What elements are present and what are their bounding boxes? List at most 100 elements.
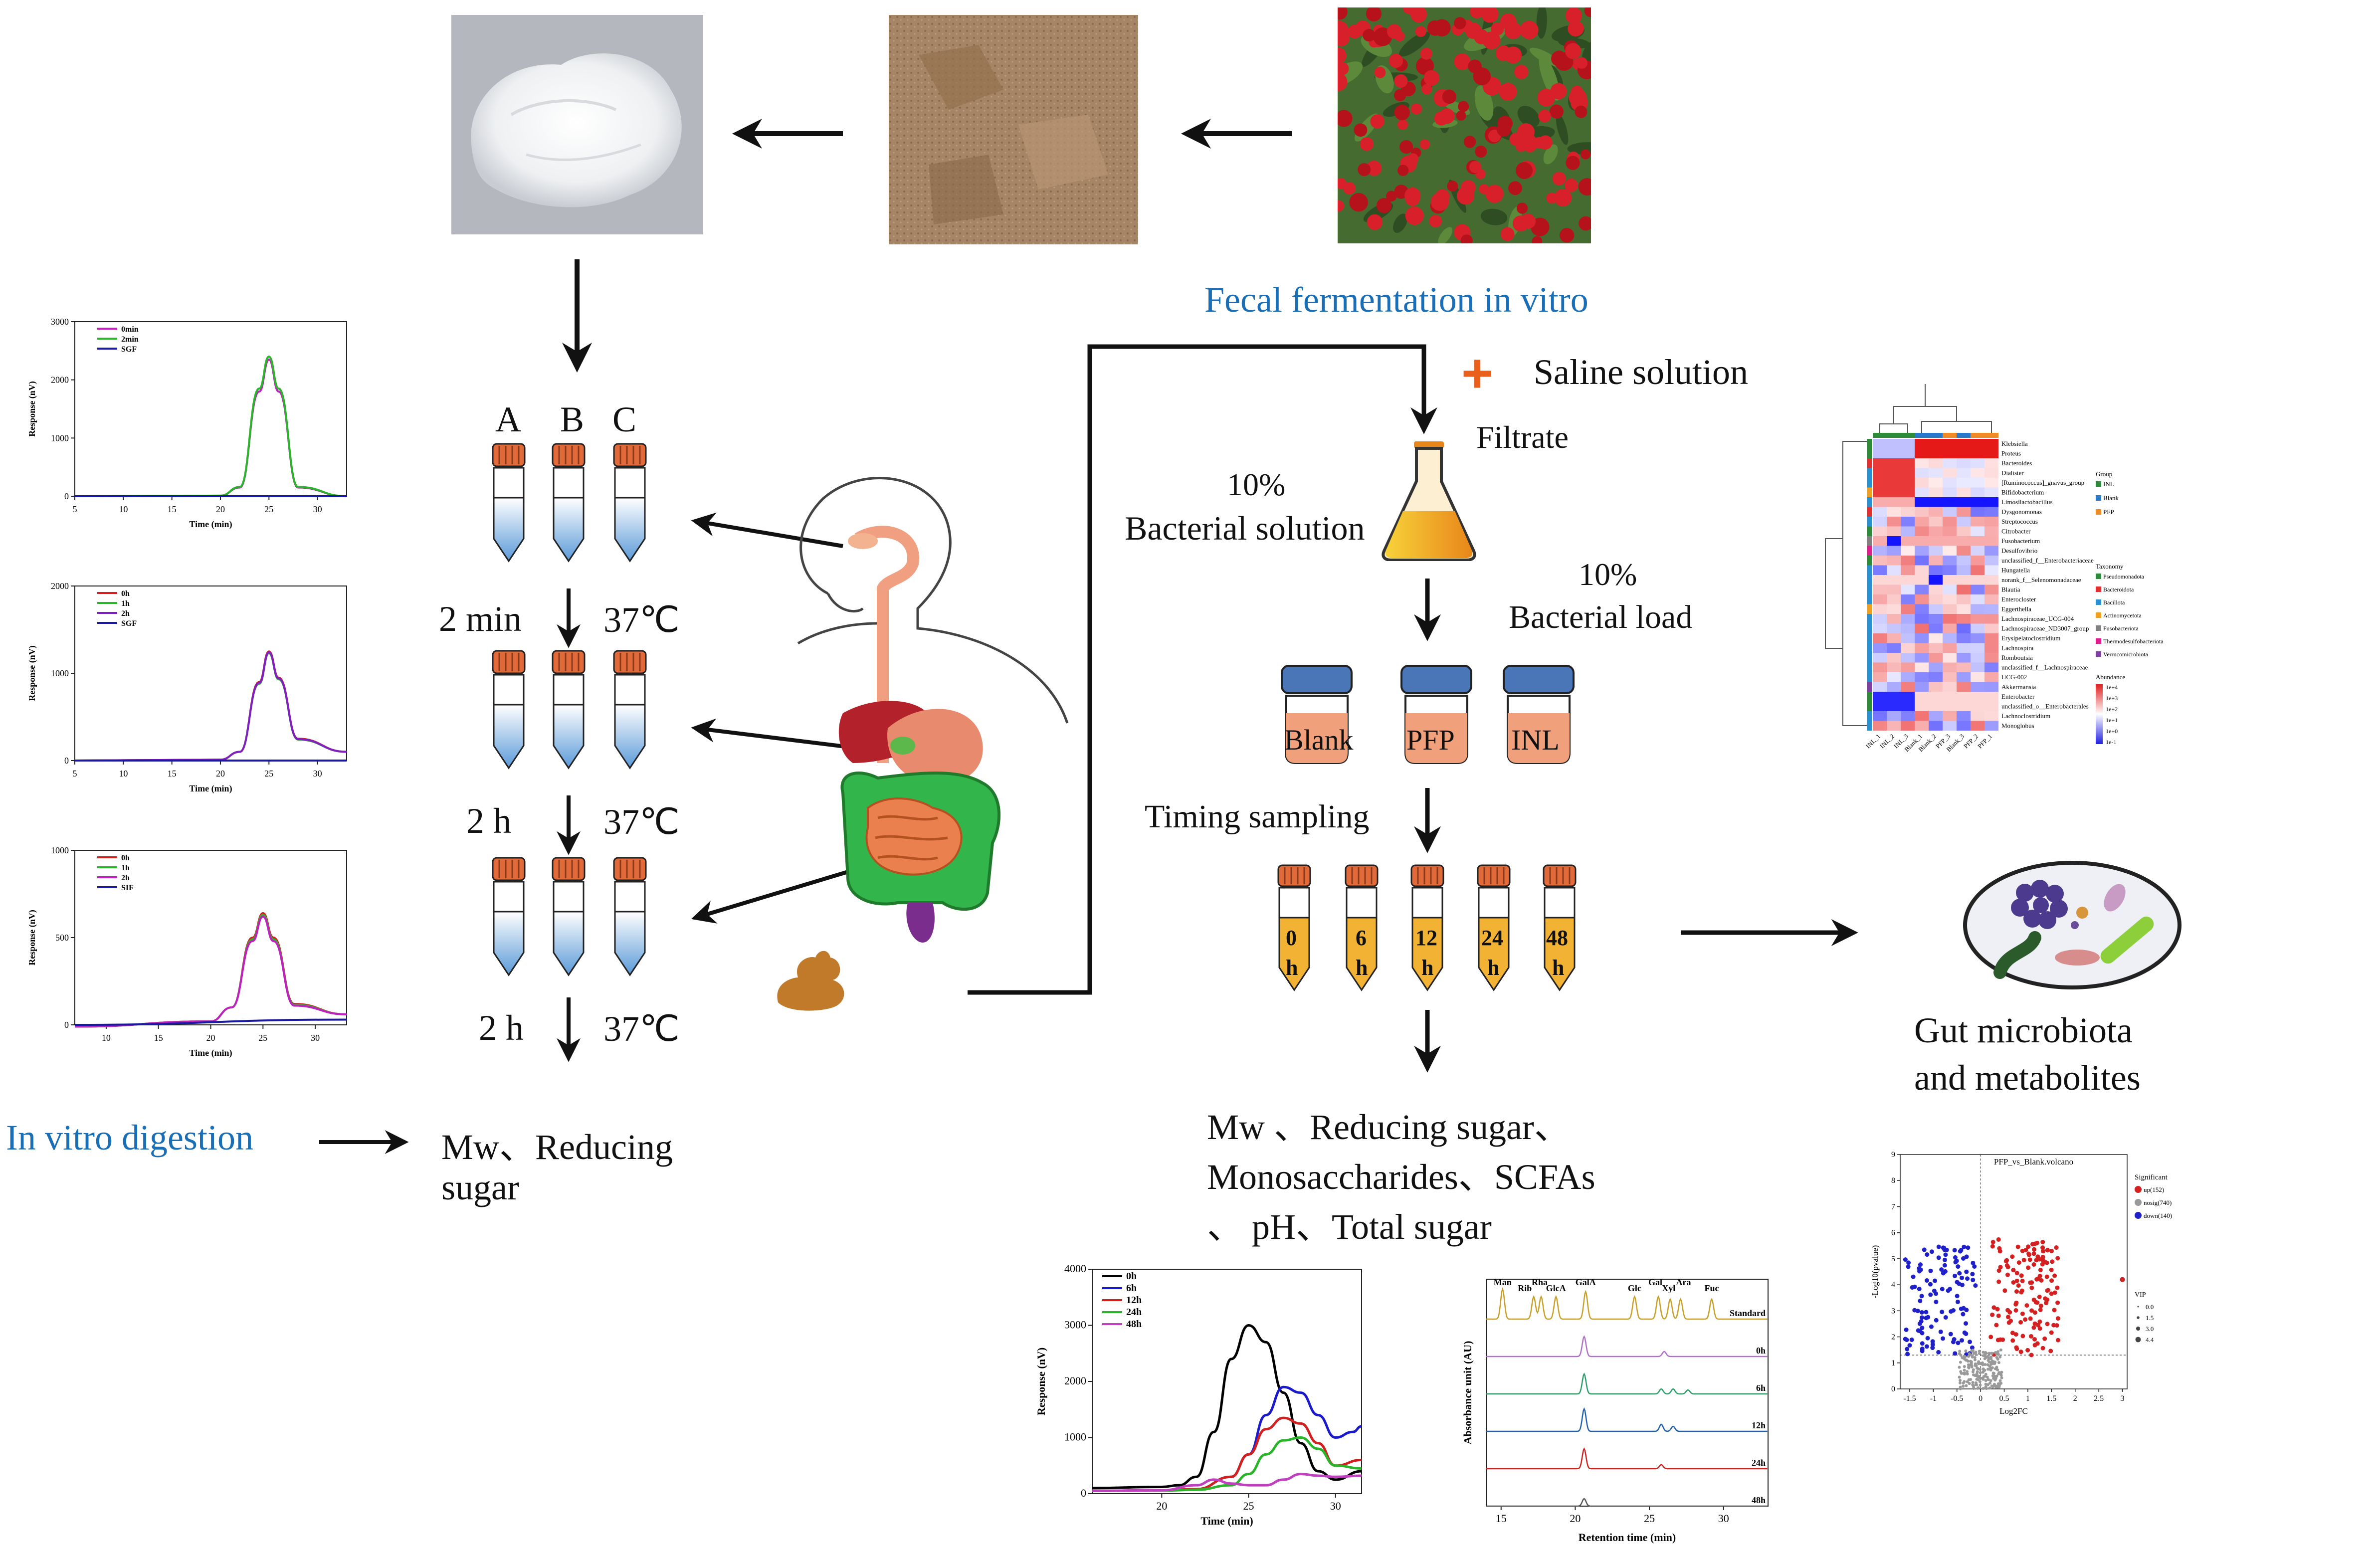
heatmap-cell [1887, 497, 1901, 507]
berry [1514, 65, 1529, 79]
up-point [2041, 1249, 2046, 1254]
taxonomy-legend-label: Bacteroidota [2103, 586, 2134, 593]
heatmap-cell [1971, 458, 1984, 468]
small-coccus-icon [2076, 907, 2088, 919]
down-point [1938, 1329, 1943, 1334]
up-point [2005, 1272, 2010, 1277]
x-tick-label: 15 [168, 504, 177, 514]
nosig-point [1993, 1378, 1997, 1382]
y-axis-label: -Log10(pvalue) [1870, 1245, 1880, 1299]
row-label: Blautia [2001, 586, 2020, 593]
series-line-2h [74, 651, 347, 762]
heatmap-cell [1971, 478, 1984, 488]
heatmap-cell [1887, 623, 1901, 633]
time-24-unit: h [1487, 956, 1500, 980]
down-point [1925, 1278, 1929, 1283]
heatmap-cell [1943, 584, 1957, 594]
heatmap-cell [1901, 682, 1915, 692]
up-point [2029, 1280, 2034, 1285]
heatmap-cell [1901, 526, 1915, 536]
x-tick-label: 15 [154, 1033, 163, 1043]
x-tick-label: 25 [1243, 1500, 1254, 1512]
down-point [1965, 1276, 1970, 1281]
down-point [1934, 1291, 1939, 1296]
nosig-point [1972, 1373, 1975, 1376]
x-axis-label: Time (min) [189, 783, 232, 794]
heatmap-cell [1929, 478, 1943, 488]
heatmap-cell [1929, 633, 1943, 643]
heatmap-cell [1984, 692, 1998, 702]
taxonomy-legend-swatch [2096, 586, 2101, 592]
nosig-point [1967, 1366, 1971, 1369]
berry [1374, 67, 1386, 78]
heatmap-cell [1957, 614, 1971, 624]
heatmap-cell [1971, 721, 1984, 731]
nosig-point [1968, 1382, 1971, 1385]
group-label-blank: Blank [1284, 724, 1354, 756]
heatmap-cell [1887, 682, 1901, 692]
legend-label-48h: 48h [1126, 1319, 1142, 1330]
down-point [1953, 1273, 1958, 1278]
up-point [2045, 1322, 2050, 1327]
up-point [2020, 1278, 2025, 1283]
digestion-tube-r3-b [552, 857, 586, 976]
up-point [2020, 1248, 2025, 1253]
down-point [1943, 1269, 1948, 1274]
heatmap-cell [1943, 692, 1957, 702]
up-point [2026, 1265, 2031, 1270]
row-label: UCG-002 [2001, 673, 2027, 681]
group-bar-cell [1915, 433, 1929, 438]
berry [1551, 50, 1567, 67]
berry [1509, 133, 1523, 146]
heatmap-cell [1915, 633, 1929, 643]
y-tick-label: 8 [1891, 1176, 1895, 1185]
berry [1429, 214, 1442, 228]
up-point [2020, 1334, 2025, 1339]
up-point [2023, 1248, 2028, 1253]
bacterial-solution-label: Bacterial solution [1125, 509, 1365, 547]
heatmap-cell [1957, 643, 1971, 653]
nosig-point [1984, 1379, 1987, 1382]
nosig-point [1967, 1378, 1971, 1381]
up-point [2029, 1285, 2034, 1290]
up-point [2040, 1240, 2045, 1245]
heatmap-cell [1901, 497, 1915, 507]
heatmap-cell [1901, 536, 1915, 546]
time-6-number: 6 [1356, 926, 1367, 950]
down-point [1970, 1272, 1975, 1277]
up-point [2032, 1310, 2037, 1315]
berry [1575, 105, 1587, 118]
row-label: Desulfovibrio [2001, 547, 2037, 555]
heatmap-cell [1901, 458, 1915, 468]
up-point [2038, 1303, 2043, 1308]
heatmap-cell [1873, 546, 1887, 556]
up-point [2031, 1325, 2036, 1330]
row-label: Eggerthella [2001, 605, 2031, 613]
up-point [2019, 1290, 2024, 1295]
peak-label-Rib: Rib [1518, 1283, 1532, 1293]
plot-frame [1900, 1154, 2128, 1389]
sample-tube-12h [1410, 864, 1444, 991]
down-point [1964, 1254, 1969, 1259]
x-tick-label: 10 [119, 504, 128, 514]
down-point [1928, 1292, 1933, 1297]
down-point [1912, 1308, 1917, 1313]
heatmap-cell [1984, 643, 1998, 653]
heatmap-cell [1971, 546, 1984, 556]
heatmap-cell [1901, 721, 1915, 731]
down-point [1966, 1245, 1971, 1250]
heatmap-cell [1901, 692, 1915, 702]
heatmap-cell [1957, 623, 1971, 633]
peak-label-Glc: Glc [1628, 1283, 1641, 1293]
taxonomy-bar-cell [1867, 662, 1872, 672]
stage2-temp: 37℃ [603, 802, 680, 842]
row-label: Klebsiella [2001, 440, 2028, 447]
heatmap-cell [1943, 604, 1957, 614]
time-6-unit: h [1356, 956, 1368, 980]
taxonomy-bar-cell [1867, 692, 1872, 702]
leaf [1438, 227, 1453, 243]
y-axis-label: Response (nV) [27, 645, 37, 701]
up-point [2024, 1303, 2029, 1308]
y-tick-label: 5 [1891, 1255, 1895, 1263]
